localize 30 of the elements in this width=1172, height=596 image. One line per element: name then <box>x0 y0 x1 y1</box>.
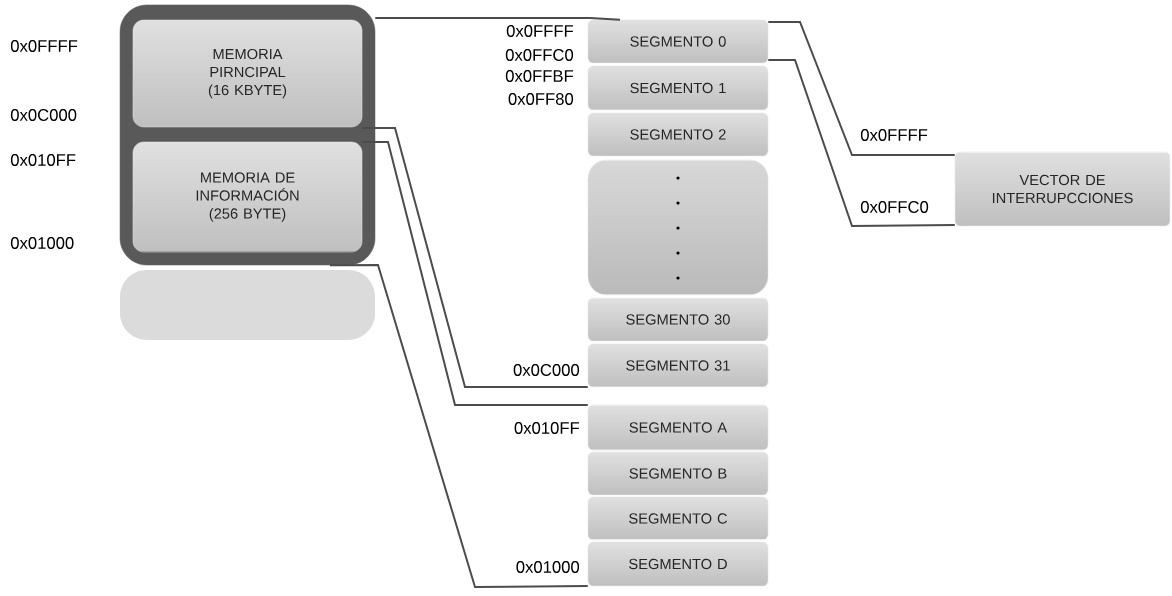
segment-box: SEGMENTO C <box>587 496 769 541</box>
address-label: 0x0C000 <box>10 109 77 121</box>
address-label: 0x0FFC0 <box>505 49 574 61</box>
address-label: 0x010FF <box>10 154 76 166</box>
connector-line <box>767 59 956 227</box>
segment-box: SEGMENTO 30 <box>587 297 769 342</box>
segment-box: SEGMENTO 2 <box>587 112 769 157</box>
connector-line <box>329 264 589 588</box>
address-label: 0x0FFFF <box>860 129 928 141</box>
connector-line <box>767 21 956 156</box>
address-label: 0x01000 <box>516 561 580 573</box>
segment-box <box>587 159 769 296</box>
segment-box: SEGMENTO 1 <box>587 65 769 111</box>
segment-box: SEGMENTO A <box>587 404 769 451</box>
address-label: 0x0FFC0 <box>860 201 929 213</box>
segment-box: SEGMENTO B <box>587 451 769 496</box>
address-label: 0x01000 <box>10 237 74 249</box>
connector-line <box>374 17 621 21</box>
address-label: 0x0FFFF <box>506 25 574 37</box>
memory-box: MEMORIA PIRNCIPAL (16 KBYTE) <box>132 19 363 128</box>
segment-box: SEGMENTO D <box>587 541 769 587</box>
address-label: 0x0FFBF <box>505 70 574 82</box>
vector-box: VECTOR DE INTERRUPCCIONES <box>954 151 1171 227</box>
address-label: 0x0C000 <box>513 364 580 376</box>
memory-box: MEMORIA DE INFORMACIÓN (256 BYTE) <box>132 141 363 253</box>
address-label: 0x010FF <box>514 422 580 434</box>
segment-box: SEGMENTO 0 <box>587 19 769 64</box>
address-label: 0x0FFFF <box>10 40 78 52</box>
address-label: 0x0FF80 <box>508 93 574 105</box>
segment-box: SEGMENTO 31 <box>587 343 769 388</box>
